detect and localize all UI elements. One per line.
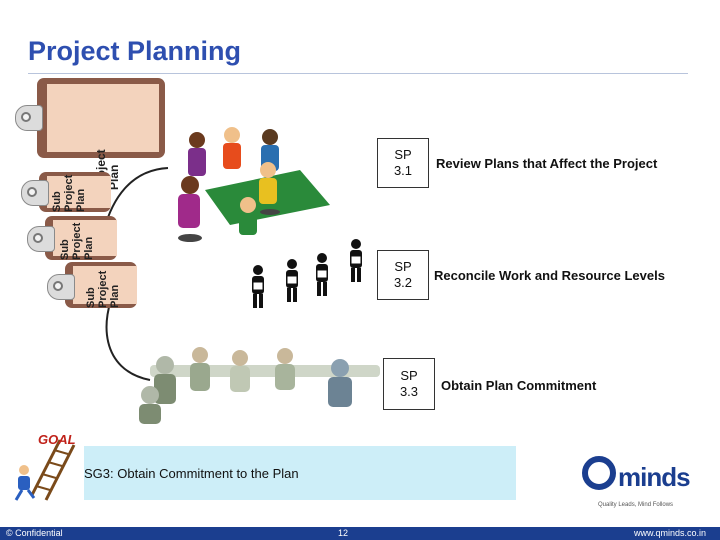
- clipboard-clip-icon: [33, 233, 43, 243]
- sp-3-3-box: SP 3.3: [383, 358, 435, 410]
- logo-brand: minds: [618, 462, 691, 492]
- sub-plan-clipboard-1: Sub Project Plan: [21, 172, 111, 212]
- sp-3-2-label: SP 3.2: [393, 259, 413, 290]
- sub-plan-clipboard-2: Sub Project Plan: [27, 216, 117, 260]
- sp-3-1-box: SP 3.1: [377, 138, 429, 188]
- logo-tagline: Quality Leads, Mind Follows: [598, 502, 674, 508]
- goal-bar: [84, 446, 516, 500]
- meeting-illustration: [178, 127, 330, 242]
- clipboard-clip-icon: [21, 112, 31, 122]
- sub-plan-label-3: Sub Project Plan: [85, 264, 122, 308]
- title-underline: [28, 73, 688, 74]
- sp-3-2-box: SP 3.2: [377, 250, 429, 300]
- logo-q-icon: [582, 456, 616, 490]
- sub-plan-clipboard-3: Sub Project Plan: [47, 262, 137, 308]
- clipboard-clip-icon: [27, 187, 37, 197]
- sub-plan-label-2: Sub Project Plan: [59, 216, 96, 260]
- goal-ladder-illustration: [14, 439, 76, 501]
- goal-text: SG3: Obtain Commitment to the Plan: [84, 466, 299, 481]
- sp-3-1-description: Review Plans that Affect the Project: [436, 156, 658, 171]
- sub-plan-text-3: Sub Project Plan: [85, 270, 121, 308]
- project-plan-clipboard: Project Plan: [15, 78, 165, 190]
- sp-3-3-description: Obtain Plan Commitment: [441, 378, 597, 393]
- sp-3-2-description: Reconcile Work and Resource Levels: [434, 268, 665, 283]
- people-line-illustration: [252, 239, 362, 308]
- handshake-illustration: [139, 347, 380, 424]
- footer-bar: © Confidential 12 www.qminds.co.in: [0, 527, 720, 540]
- page-title: Project Planning: [28, 36, 242, 66]
- sp-3-3-label: SP 3.3: [399, 368, 419, 399]
- goal-badge-text: GOAL: [38, 432, 76, 447]
- sub-plan-text-1: Sub Project Plan: [51, 174, 87, 212]
- footer-confidential: © Confidential: [6, 528, 63, 538]
- sub-plan-label-1: Sub Project Plan: [51, 168, 88, 212]
- sp-3-1-label: SP 3.1: [393, 147, 413, 178]
- qminds-logo: minds Quality Leads, Mind Follows: [578, 452, 698, 518]
- sub-plan-text-2: Sub Project Plan: [59, 222, 95, 260]
- footer-page-number: 12: [338, 528, 349, 538]
- goal-badge: GOAL: [38, 432, 76, 447]
- footer-website[interactable]: www.qminds.co.in: [633, 528, 706, 538]
- clipboard-clip-icon: [53, 281, 63, 291]
